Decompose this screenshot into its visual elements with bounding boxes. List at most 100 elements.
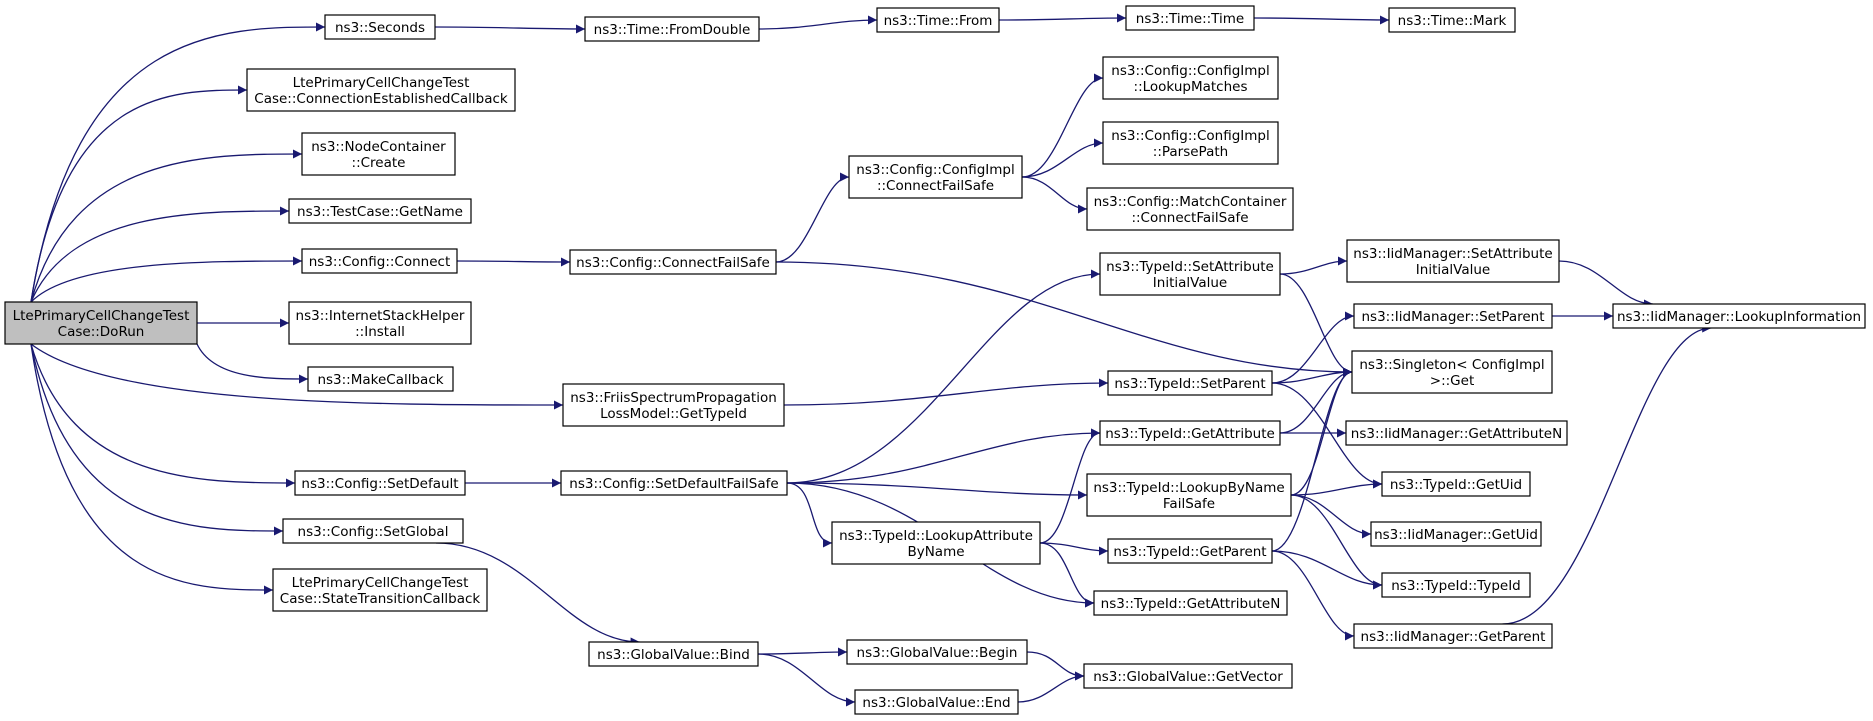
node-tgetattrn[interactable]: ns3::TypeId::GetAttributeN [1093,590,1288,616]
node-box [1346,239,1560,283]
node-from[interactable]: ns3::Time::From [876,7,1000,33]
node-gvgetvector[interactable]: ns3::GlobalValue::GetVector [1083,663,1293,689]
node-box [1093,590,1288,616]
node-box [4,301,198,345]
node-box [1612,303,1866,329]
edge-fromdouble-to-from [758,15,878,30]
node-iidsetattr[interactable]: ns3::IidManager::SetAttributeInitialValu… [1346,239,1560,283]
node-iidgetparent[interactable]: ns3::IidManager::GetParent [1353,623,1553,649]
node-seconds[interactable]: ns3::Seconds [324,14,436,40]
node-box [288,198,472,224]
node-iidgetattrn[interactable]: ns3::IidManager::GetAttributeN [1345,420,1568,446]
edge-setattrinit-to-singleton [1279,273,1353,377]
node-label: ns3::IidManager::SetParent [1362,309,1545,325]
node-fromdouble[interactable]: ns3::Time::FromDouble [584,16,760,42]
node-box [1125,5,1255,31]
node-gvbind[interactable]: ns3::GlobalValue::Bind [588,641,759,667]
node-label: LossModel::GetTypeId [600,406,747,422]
node-box [282,518,464,544]
node-setdefaultfs[interactable]: ns3::Config::SetDefaultFailSafe [560,470,788,496]
node-label: ::Create [352,155,406,171]
node-setdefault[interactable]: ns3::Config::SetDefault [294,470,466,496]
edge-lookupattr-to-tgetparent [1039,542,1109,556]
node-label: LtePrimaryCellChangeTest [13,308,190,324]
node-tgetuid[interactable]: ns3::TypeId::GetUid [1381,471,1531,497]
node-label: >::Get [1430,373,1474,389]
node-time[interactable]: ns3::Time::Time [1125,5,1255,31]
node-box [301,132,456,176]
node-makecb[interactable]: ns3::MakeCallback [307,366,454,392]
node-box [1102,121,1279,165]
node-tgetparent[interactable]: ns3::TypeId::GetParent [1107,538,1273,564]
node-label: Case::StateTransitionCallback [280,591,481,607]
node-iidsetparent[interactable]: ns3::IidManager::SetParent [1353,303,1553,329]
node-label: ns3::TypeId::SetAttribute [1106,259,1274,275]
node-label: ns3::Config::MatchContainer [1094,194,1287,210]
node-label: ::LookupMatches [1134,79,1248,95]
edge-root-to-setglobal [30,343,284,536]
edge-setdefaultfs-to-lookupbyname [786,482,1088,500]
edge-gvend-to-gvgetvector [1017,671,1085,703]
node-lookupmatches[interactable]: ns3::Config::ConfigImpl::LookupMatches [1102,56,1279,100]
node-parsepath[interactable]: ns3::Config::ConfigImpl::ParsePath [1102,121,1279,165]
edge-tsetparent-to-singleton [1271,367,1353,384]
node-matchconnect[interactable]: ns3::Config::MatchContainer::ConnectFail… [1086,187,1294,231]
node-box [848,155,1023,199]
edge-implconnectfs-to-parsepath [1021,138,1104,178]
node-iidlookupinfo[interactable]: ns3::IidManager::LookupInformation [1612,303,1866,329]
node-label: ns3::Config::ConfigImpl [1111,128,1269,144]
node-label: ::ParsePath [1153,144,1228,160]
node-implconnectfs[interactable]: ns3::Config::ConfigImpl::ConnectFailSafe [848,155,1023,199]
node-label: ns3::Config::ConnectFailSafe [576,255,770,271]
node-label: ns3::Config::ConfigImpl [1111,63,1269,79]
node-cfgconnect[interactable]: ns3::Config::Connect [301,248,458,274]
edge-root-to-nodecreate [30,149,303,303]
node-connestab[interactable]: LtePrimaryCellChangeTestCase::Connection… [246,68,516,112]
node-label: ByName [907,544,964,560]
node-gvbegin[interactable]: ns3::GlobalValue::Begin [846,639,1028,665]
edge-setdefaultfs-to-tgetattr [786,428,1101,484]
node-getname[interactable]: ns3::TestCase::GetName [288,198,472,224]
edge-setdefaultfs-to-setattrinit [786,269,1101,484]
edge-lookupattr-to-tgetattrn [1039,542,1095,608]
node-box [1388,7,1516,33]
node-label: ns3::GlobalValue::GetVector [1093,669,1283,685]
node-label: ns3::InternetStackHelper [296,308,465,324]
edge-time-to-mark [1253,15,1390,25]
node-box [831,521,1041,565]
edge-lookupattr-to-tgetattr [1039,428,1101,544]
function-nodes: LtePrimaryCellChangeTestCase::DoRunns3::… [4,5,1866,715]
node-box [584,16,760,42]
edge-seconds-to-fromdouble [434,24,586,34]
node-label: ns3::TestCase::GetName [297,204,463,220]
node-tgetattr[interactable]: ns3::TypeId::GetAttribute [1099,420,1281,446]
node-install[interactable]: ns3::InternetStackHelper::Install [288,301,472,345]
node-label: ns3::TypeId::LookupByName [1093,480,1284,496]
node-singleton[interactable]: ns3::Singleton< ConfigImpl >::Get [1351,350,1553,394]
node-nodecreate[interactable]: ns3::NodeContainer::Create [301,132,456,176]
node-box [1086,187,1294,231]
node-gvend[interactable]: ns3::GlobalValue::End [854,689,1019,715]
node-label: Case::ConnectionEstablishedCallback [254,91,508,107]
node-box [1381,572,1531,598]
node-setglobal[interactable]: ns3::Config::SetGlobal [282,518,464,544]
node-label: ns3::Time::From [884,13,993,29]
node-label: ns3::TypeId::GetAttribute [1105,426,1275,442]
node-statetrans[interactable]: LtePrimaryCellChangeTestCase::StateTrans… [272,568,488,612]
node-iidgetuid[interactable]: ns3::IidManager::GetUid [1370,521,1542,547]
node-ttypeid[interactable]: ns3::TypeId::TypeId [1381,572,1531,598]
node-box [1099,420,1281,446]
edge-root-to-connestab [30,85,248,303]
edge-cfgconnectfs-to-implconnectfs [775,172,850,263]
node-mark[interactable]: ns3::Time::Mark [1388,7,1516,33]
node-friis[interactable]: ns3::FriisSpectrumPropagationLossModel::… [562,383,785,427]
edge-root-to-cfgconnect [30,256,303,303]
node-cfgconnectfs[interactable]: ns3::Config::ConnectFailSafe [569,249,777,275]
node-tsetparent[interactable]: ns3::TypeId::SetParent [1107,370,1273,396]
node-label: ns3::TypeId::GetAttributeN [1101,596,1281,612]
edge-setdefaultfs-to-lookupattr [786,482,833,548]
